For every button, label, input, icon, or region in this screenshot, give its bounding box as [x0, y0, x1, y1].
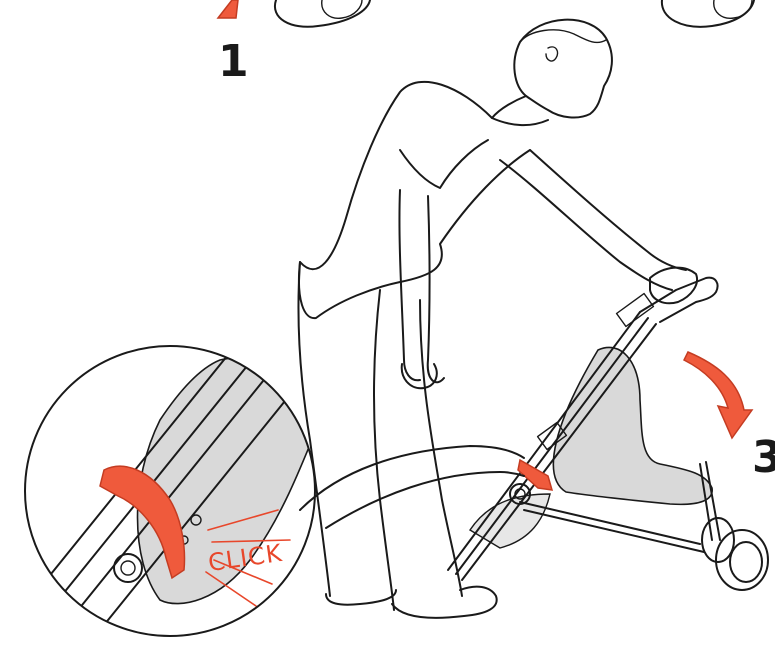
zoom-callout	[25, 340, 320, 636]
fold-arrow-icon	[684, 352, 752, 438]
step-number-3: 3	[752, 436, 775, 480]
stroller-seat	[553, 347, 712, 504]
stroller	[448, 278, 768, 590]
top-wheels	[275, 0, 754, 27]
step-number-1: 1	[218, 40, 249, 84]
arrow-fragment-icon	[218, 0, 238, 18]
